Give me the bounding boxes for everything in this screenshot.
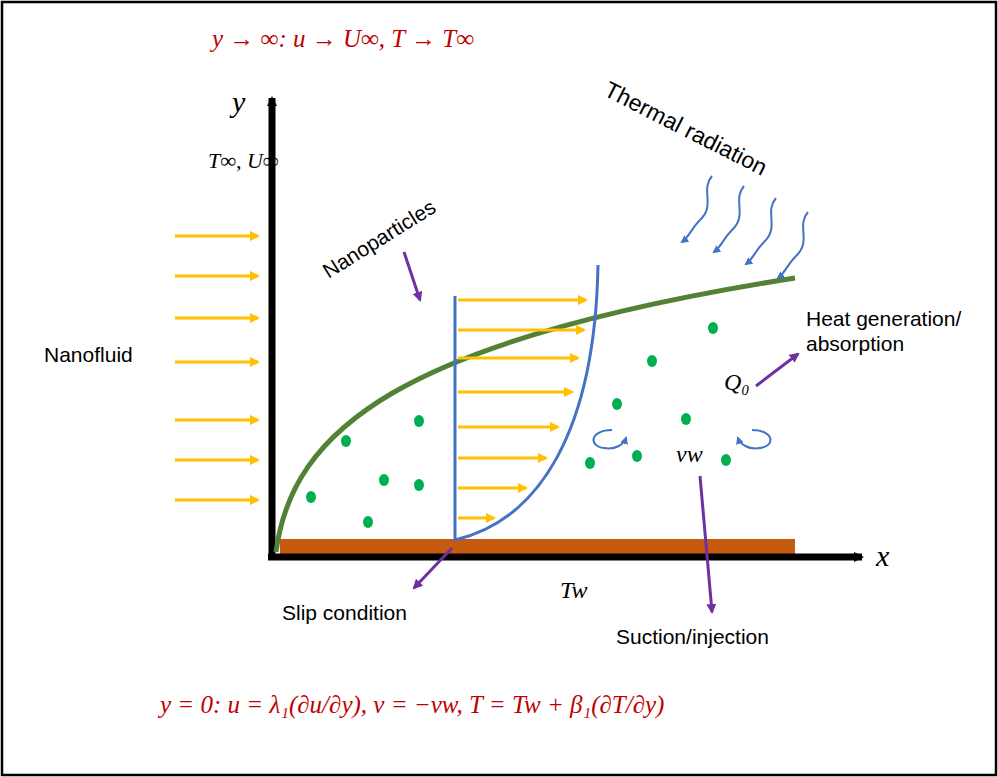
axis-label: y: [232, 84, 245, 120]
free-stream-label: T∞, U∞: [208, 148, 279, 174]
suction-label: Suction/injection: [616, 624, 769, 649]
velocity-profile: [455, 265, 598, 540]
suction-symbol: vw: [676, 440, 703, 469]
fluid-label: Nanofluid: [44, 342, 133, 367]
wall-temperature: Tw: [560, 576, 588, 605]
profile-arrows: [458, 300, 586, 518]
particle-label: Nanoparticles: [318, 194, 440, 283]
boundary-layer-edge: [276, 278, 795, 552]
wall-condition: y = 0: u = λ₁(∂u/∂y), v = −vw, T = Tw + …: [160, 690, 664, 720]
radiation-label: Thermal radiation: [599, 76, 771, 182]
nanoparticles: [306, 322, 731, 528]
leader-arrows: [404, 252, 798, 612]
x-axis: [268, 554, 862, 561]
heat-source-label: Heat generation/ absorption: [806, 306, 981, 356]
slip-label: Slip condition: [282, 600, 407, 625]
far-field-condition: y → ∞: u → U∞, T → T∞: [212, 24, 474, 54]
free-stream-arrows: [175, 236, 258, 500]
profile-baseline: [454, 296, 457, 540]
radiation-arrows: [682, 176, 808, 278]
heat-symbol: Q₀: [724, 368, 750, 397]
plate: [280, 539, 795, 556]
axis-label: x: [876, 538, 889, 574]
